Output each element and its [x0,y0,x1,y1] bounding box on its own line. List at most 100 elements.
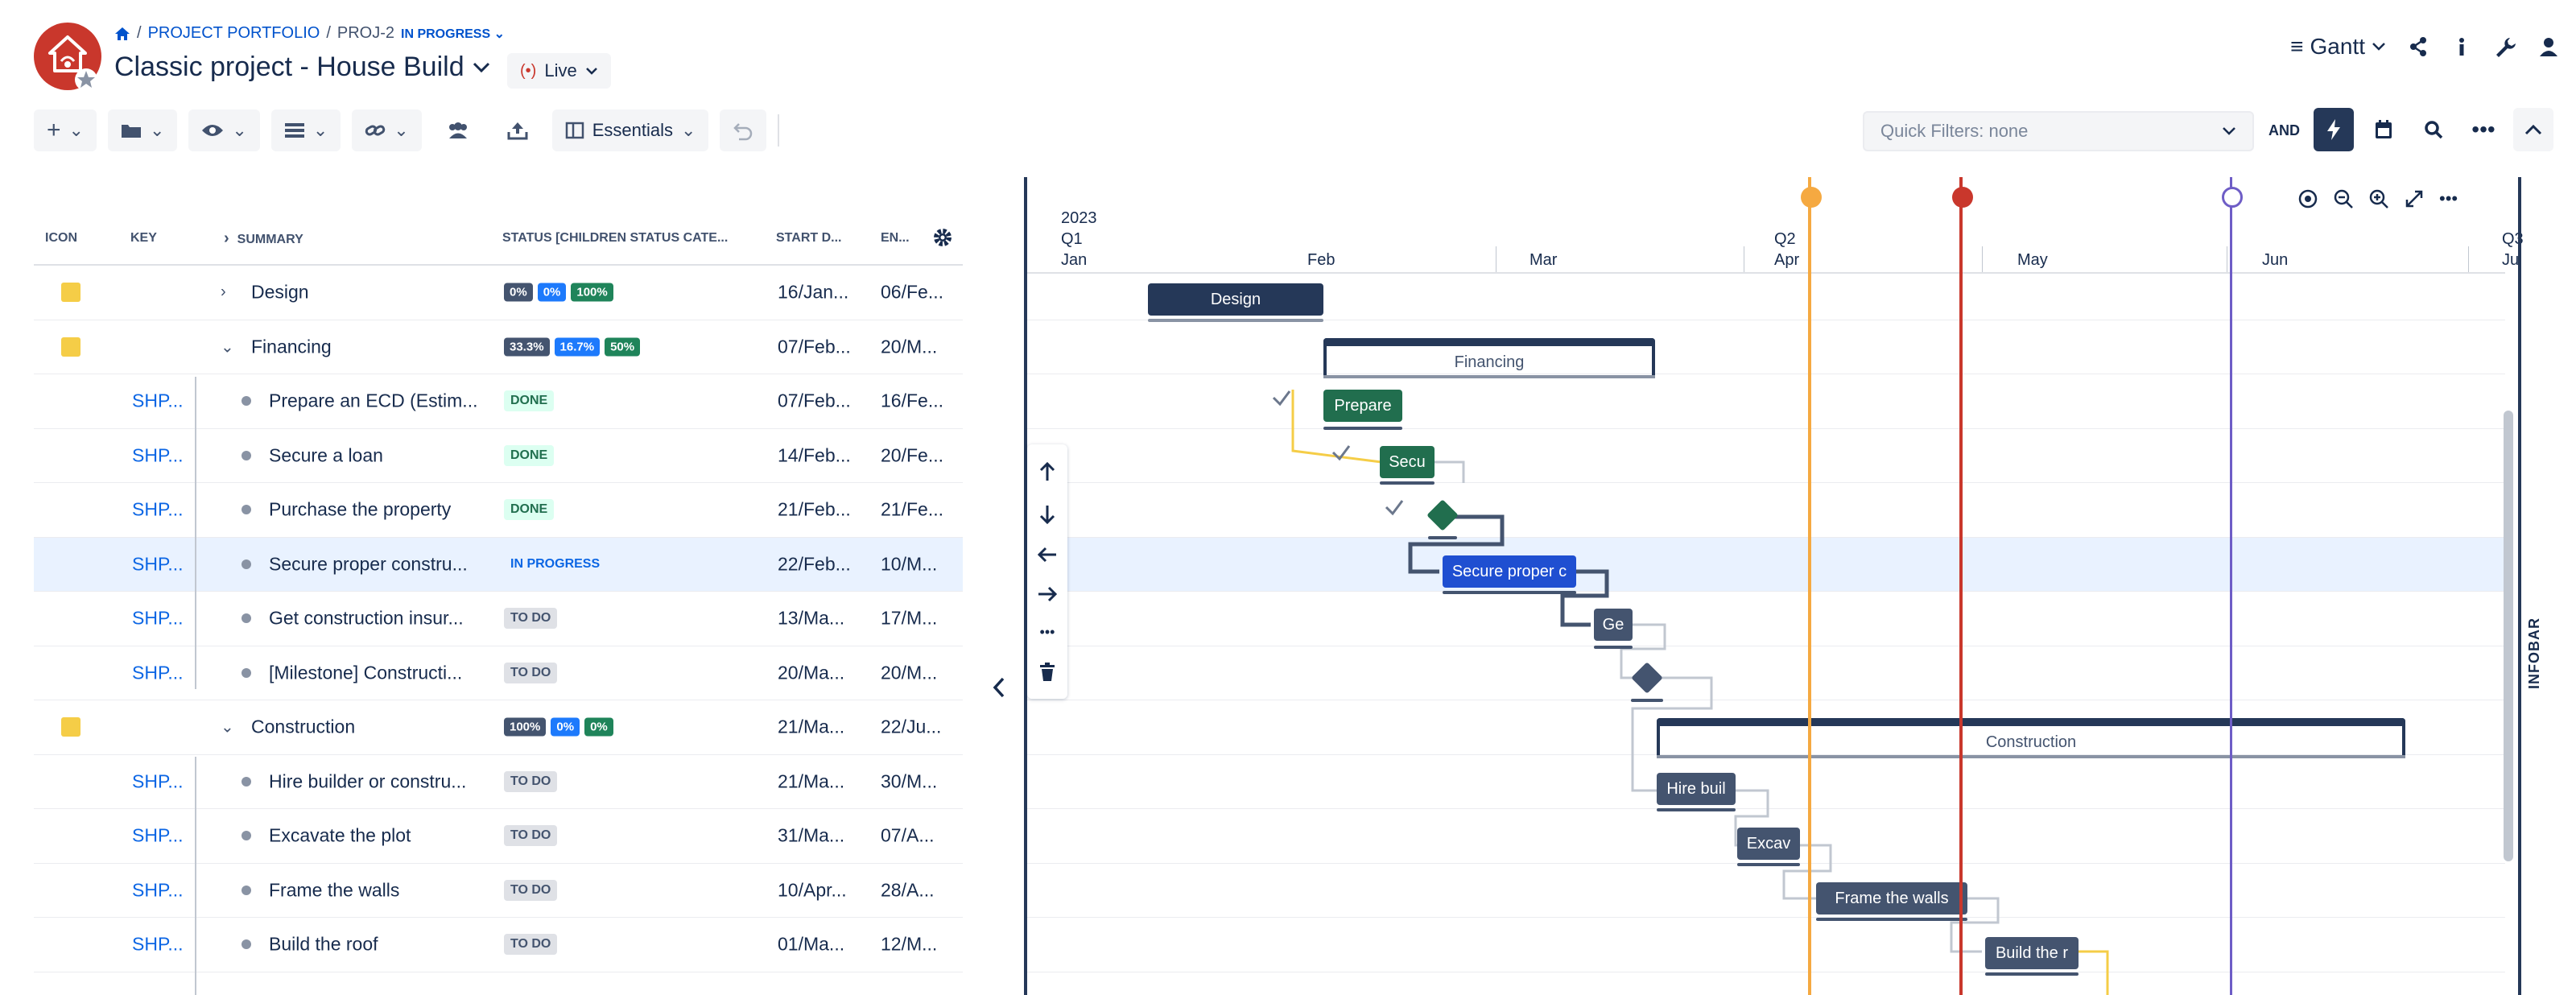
row-summary[interactable]: Build the roof [269,933,378,955]
row-start-date[interactable]: 07/Feb... [778,390,851,411]
collapse-grid-icon[interactable] [992,676,1006,699]
vertical-scrollbar[interactable] [2504,411,2513,861]
row-end-date[interactable]: 12/M... [881,933,938,955]
row-end-date[interactable]: 20/Fe... [881,444,943,466]
infobar-divider[interactable] [2518,177,2521,995]
gantt-bar-frame-walls[interactable]: Frame the walls [1816,882,1967,914]
breadcrumb-portfolio-link[interactable]: PROJECT PORTFOLIO [147,24,320,42]
chevron-right-icon[interactable]: › [224,229,229,247]
row-summary[interactable]: Get construction insur... [269,607,464,629]
row-start-date[interactable]: 20/Ma... [778,662,845,683]
row-end-date[interactable]: 07/A... [881,824,935,846]
undo-button[interactable] [720,109,767,151]
infobar-toggle[interactable]: INFOBAR [2526,617,2542,689]
expand-icon[interactable] [2404,188,2425,209]
more-icon[interactable]: ••• [2439,188,2458,208]
gantt-bar-excavate[interactable]: Excav [1737,828,1800,860]
status-lozenge[interactable]: IN PROGRESS [510,556,601,571]
more-button[interactable]: ••• [2463,108,2504,151]
row-summary[interactable]: [Milestone] Constructi... [269,662,463,683]
chevron-down-icon[interactable]: ⌄ [221,718,234,737]
marker-handle-purple[interactable] [2222,187,2243,208]
status-lozenge[interactable]: TO DO [504,662,558,683]
live-dropdown[interactable]: (•) Live [507,53,611,89]
row-summary[interactable]: Frame the walls [269,879,400,901]
gear-icon[interactable] [932,227,953,248]
row-start-date[interactable]: 13/Ma... [778,607,845,629]
target-icon[interactable] [2297,188,2318,209]
export-button[interactable] [494,109,541,151]
arrow-up-icon[interactable] [1038,461,1056,482]
status-lozenge[interactable]: TO DO [504,879,558,901]
marker-line-orange[interactable] [1808,177,1811,995]
user-icon[interactable] [2537,35,2560,58]
chevron-right-icon[interactable]: › [221,283,226,301]
row-end-date[interactable]: 20/M... [881,336,938,357]
folder-button[interactable]: ⌄ [107,109,178,151]
today-marker-line[interactable] [1959,177,1963,995]
panel-divider[interactable] [1024,177,1027,995]
project-status-dropdown[interactable]: IN PROGRESS ⌄ [401,26,505,42]
row-end-date[interactable]: 16/Fe... [881,390,943,411]
row-summary[interactable]: Financing [251,336,332,357]
status-lozenge[interactable]: TO DO [504,825,558,847]
row-start-date[interactable]: 22/Feb... [778,553,851,575]
gantt-bar-secure-proper[interactable]: Secure proper c [1443,555,1576,588]
column-summary[interactable]: ›SUMMARY [224,229,303,248]
arrow-down-icon[interactable] [1038,504,1056,525]
project-avatar[interactable] [34,23,101,90]
row-end-date[interactable]: 06/Fe... [881,281,943,303]
row-end-date[interactable]: 21/Fe... [881,498,943,520]
row-end-date[interactable]: 10/M... [881,553,938,575]
status-lozenge[interactable]: TO DO [504,608,558,630]
gantt-bar-design[interactable]: Design [1148,283,1323,316]
share-icon[interactable] [2407,35,2429,58]
column-end-date[interactable]: EN... [881,231,910,245]
page-title[interactable]: Classic project - House Build [114,52,490,83]
row-start-date[interactable]: 16/Jan... [778,281,849,303]
row-summary[interactable]: Secure proper constru... [269,553,468,575]
status-lozenge[interactable]: TO DO [504,770,558,792]
arrow-right-icon[interactable] [1037,585,1058,603]
add-button[interactable]: +⌄ [34,109,97,151]
row-start-date[interactable]: 21/Feb... [778,498,851,520]
zoom-in-icon[interactable] [2368,188,2389,209]
row-start-date[interactable]: 01/Ma... [778,933,845,955]
wrench-icon[interactable] [2494,35,2516,58]
row-end-date[interactable]: 30/M... [881,770,938,792]
and-toggle[interactable]: AND [2268,122,2300,138]
gantt-bar-get-insurance[interactable]: Ge [1594,609,1633,641]
status-lozenge[interactable]: DONE [504,390,555,412]
home-icon[interactable] [114,27,130,41]
row-start-date[interactable]: 10/Apr... [778,879,847,901]
row-summary[interactable]: Prepare an ECD (Estim... [269,390,478,411]
row-summary[interactable]: Excavate the plot [269,824,411,846]
column-status[interactable]: STATUS [CHILDREN STATUS CATE... [502,231,729,245]
row-summary[interactable]: Construction [251,716,356,737]
row-key[interactable]: SHP... [132,553,184,575]
row-key[interactable]: SHP... [132,933,184,955]
chevron-down-icon[interactable]: ⌄ [221,338,234,357]
arrow-left-icon[interactable] [1037,546,1058,564]
row-end-date[interactable]: 20/M... [881,662,938,683]
row-end-date[interactable]: 28/A... [881,879,935,901]
row-end-date[interactable]: 22/Ju... [881,716,942,737]
row-summary[interactable]: Hire builder or constru... [269,770,467,792]
gantt-bar-secure-loan[interactable]: Secu [1380,446,1435,478]
quick-filters-dropdown[interactable]: Quick Filters: none [1863,111,2254,151]
status-lozenge[interactable]: DONE [504,499,555,521]
row-start-date[interactable]: 21/Ma... [778,770,845,792]
gantt-bar-prepare[interactable]: Prepare [1323,390,1402,422]
marker-line-purple[interactable] [2230,177,2232,995]
row-start-date[interactable]: 07/Feb... [778,336,851,357]
collapse-toolbar-button[interactable] [2513,108,2553,151]
search-button[interactable] [2413,108,2454,151]
essentials-dropdown[interactable]: Essentials ⌄ [551,109,709,151]
